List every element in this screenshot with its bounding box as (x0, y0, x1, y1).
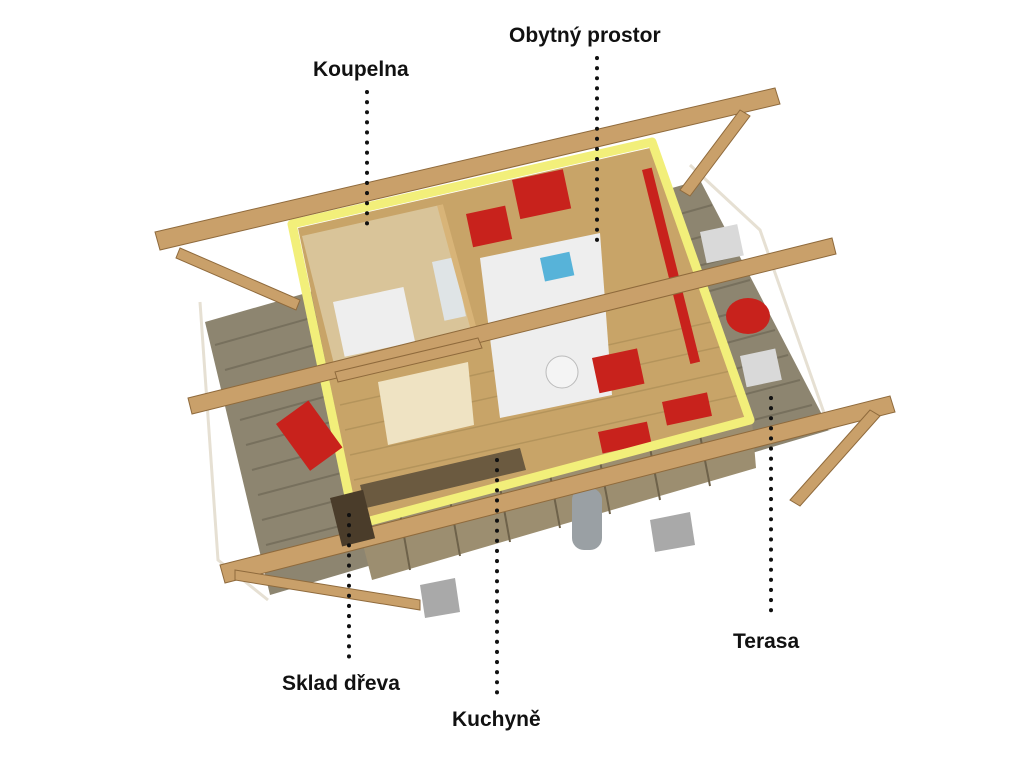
railing-right (688, 163, 832, 431)
terrace-table (726, 298, 770, 334)
terrace-chair-1 (700, 224, 744, 264)
pad-right (650, 512, 695, 552)
blue-cushion (540, 251, 575, 282)
wall-outline (287, 137, 755, 530)
beam-diagonal-bottom-right (789, 409, 881, 507)
water-tank (572, 488, 602, 550)
beam-bottom (219, 395, 896, 584)
beam-diagonal-right (679, 109, 751, 197)
beam-diagonal-left (175, 247, 301, 311)
beam-middle-2 (334, 337, 483, 383)
red-cabinet (511, 169, 572, 220)
partition-wall (437, 204, 481, 346)
roof-beams (154, 87, 896, 611)
beam-diagonal-bottom-left (234, 569, 421, 611)
folded-red-chair (276, 400, 343, 471)
beam-top (154, 87, 781, 251)
red-door-frame (642, 167, 701, 365)
pad-left (420, 578, 460, 618)
shower-tray (333, 287, 416, 357)
red-bench-right (662, 392, 712, 426)
leader-lines (347, 56, 773, 700)
red-chair-left (466, 205, 513, 248)
foundation-pads (420, 512, 695, 618)
label-sklad-dreva: Sklad dřeva (282, 672, 400, 695)
wood-storage (330, 489, 376, 547)
cabin-interior (298, 148, 745, 520)
label-terasa: Terasa (733, 630, 800, 653)
log-stack (330, 489, 376, 547)
kitchen-counter (360, 448, 526, 508)
washbasin (432, 257, 466, 321)
railing-left (198, 301, 269, 602)
round-lamp (545, 355, 579, 389)
terrace-furniture (276, 224, 782, 471)
label-kuchyne: Kuchyně (452, 708, 541, 731)
label-koupelna: Koupelna (313, 58, 409, 81)
terrace-chair-2 (740, 348, 782, 388)
red-table (592, 348, 645, 394)
label-obytny-prostor: Obytný prostor (509, 24, 661, 47)
storage-unit (378, 362, 474, 445)
